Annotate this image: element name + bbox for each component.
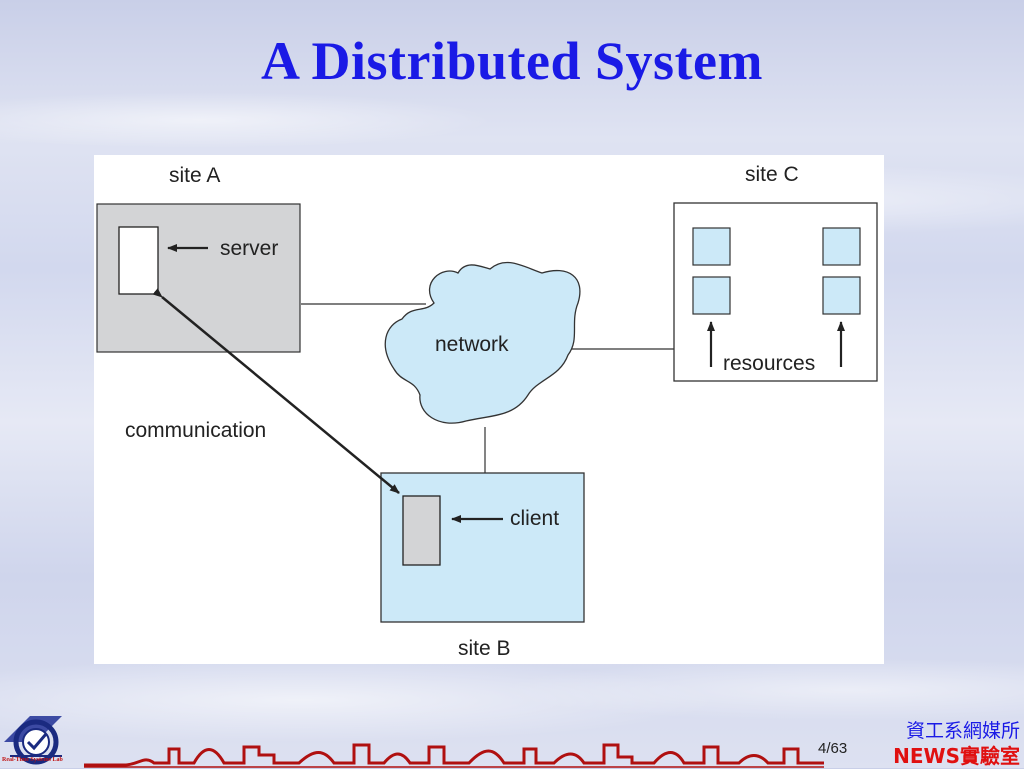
distributed-system-diagram: site A server network site C resources s… bbox=[96, 163, 878, 660]
resource-box bbox=[692, 276, 731, 315]
resource-box bbox=[822, 276, 861, 315]
slide-title: A Distributed System bbox=[260, 31, 763, 91]
client-process bbox=[402, 495, 441, 566]
page-number: 4/63 bbox=[818, 740, 847, 757]
server-label: server bbox=[220, 237, 278, 260]
lab-logo bbox=[4, 716, 62, 765]
site-c-label: site C bbox=[745, 163, 799, 186]
resource-box bbox=[822, 227, 861, 266]
client-label: client bbox=[510, 507, 559, 530]
lab-label: NEWS實驗室 bbox=[893, 744, 1020, 768]
communication-label: communication bbox=[125, 419, 266, 442]
page-current: 4 bbox=[818, 740, 827, 757]
site-a-label: site A bbox=[169, 164, 220, 187]
page-total: /63 bbox=[826, 740, 848, 757]
resources-label: resources bbox=[723, 352, 815, 375]
communication-arrow bbox=[152, 288, 400, 494]
logo-caption: Real-Time Systems Lab bbox=[2, 757, 63, 763]
skyline-decoration bbox=[84, 743, 824, 768]
site-b-label: site B bbox=[458, 637, 511, 660]
server-process bbox=[118, 226, 159, 295]
department-label: 資工系網媒所 bbox=[905, 720, 1020, 742]
network-label: network bbox=[435, 333, 509, 356]
resource-box bbox=[692, 227, 731, 266]
diagram-panel: site A server network site C resources s… bbox=[94, 155, 884, 664]
